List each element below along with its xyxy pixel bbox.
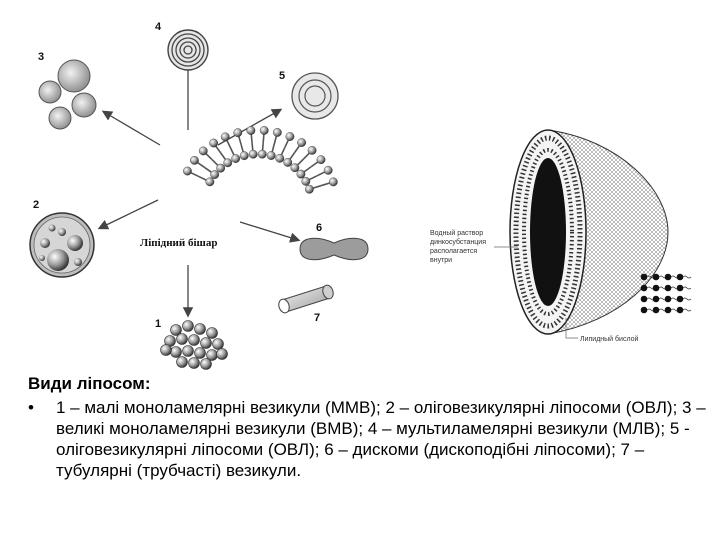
number-7: 7 bbox=[314, 312, 320, 324]
liposome-types-diagram: Ліпідний бішар 4 3 5 2 1 bbox=[29, 21, 692, 370]
small-unilamellar-vesicles-icon bbox=[160, 320, 228, 370]
caption: Види ліпосом: • 1 – малі моноламелярні в… bbox=[28, 374, 708, 481]
multilamellar-vesicle-icon bbox=[167, 29, 209, 71]
bilayer-label-right: Липидный бислой bbox=[580, 335, 639, 343]
discome-icon bbox=[299, 237, 369, 261]
right-labels: Водный раствор динкосубстанция располага… bbox=[430, 229, 639, 343]
number-6: 6 bbox=[316, 222, 322, 234]
caption-text: 1 – малі моноламелярні везикули (ММВ); 2… bbox=[56, 398, 706, 480]
oligovesicular-multi-vesicle-icon bbox=[29, 212, 95, 278]
arrows bbox=[97, 49, 301, 318]
number-5: 5 bbox=[279, 70, 285, 82]
lipid-bilayer-label: Ліпідний бішар bbox=[140, 237, 217, 249]
water-label-line-2: динкосубстанция bbox=[430, 238, 486, 246]
water-label-line-4: внутри bbox=[430, 257, 452, 264]
large-unilamellar-vesicles-icon bbox=[38, 59, 97, 130]
caption-title: Види ліпосом: bbox=[28, 374, 151, 393]
bullet-icon: • bbox=[28, 398, 34, 417]
tubular-vesicle-icon bbox=[278, 284, 334, 314]
water-label-line-1: Водный раствор bbox=[430, 229, 483, 237]
number-2: 2 bbox=[33, 199, 39, 211]
number-4: 4 bbox=[155, 21, 162, 33]
number-1: 1 bbox=[155, 318, 161, 330]
oligovesicular-liposome-icon bbox=[291, 72, 339, 120]
bilayer-detail-icon bbox=[640, 273, 692, 314]
liposome-cross-section-icon bbox=[509, 129, 669, 335]
caption-body: • 1 – малі моноламелярні везикули (ММВ);… bbox=[28, 397, 708, 481]
number-3: 3 bbox=[38, 51, 44, 63]
water-label-line-3: располагается bbox=[430, 248, 477, 255]
lipid-bilayer-icon bbox=[183, 126, 338, 194]
